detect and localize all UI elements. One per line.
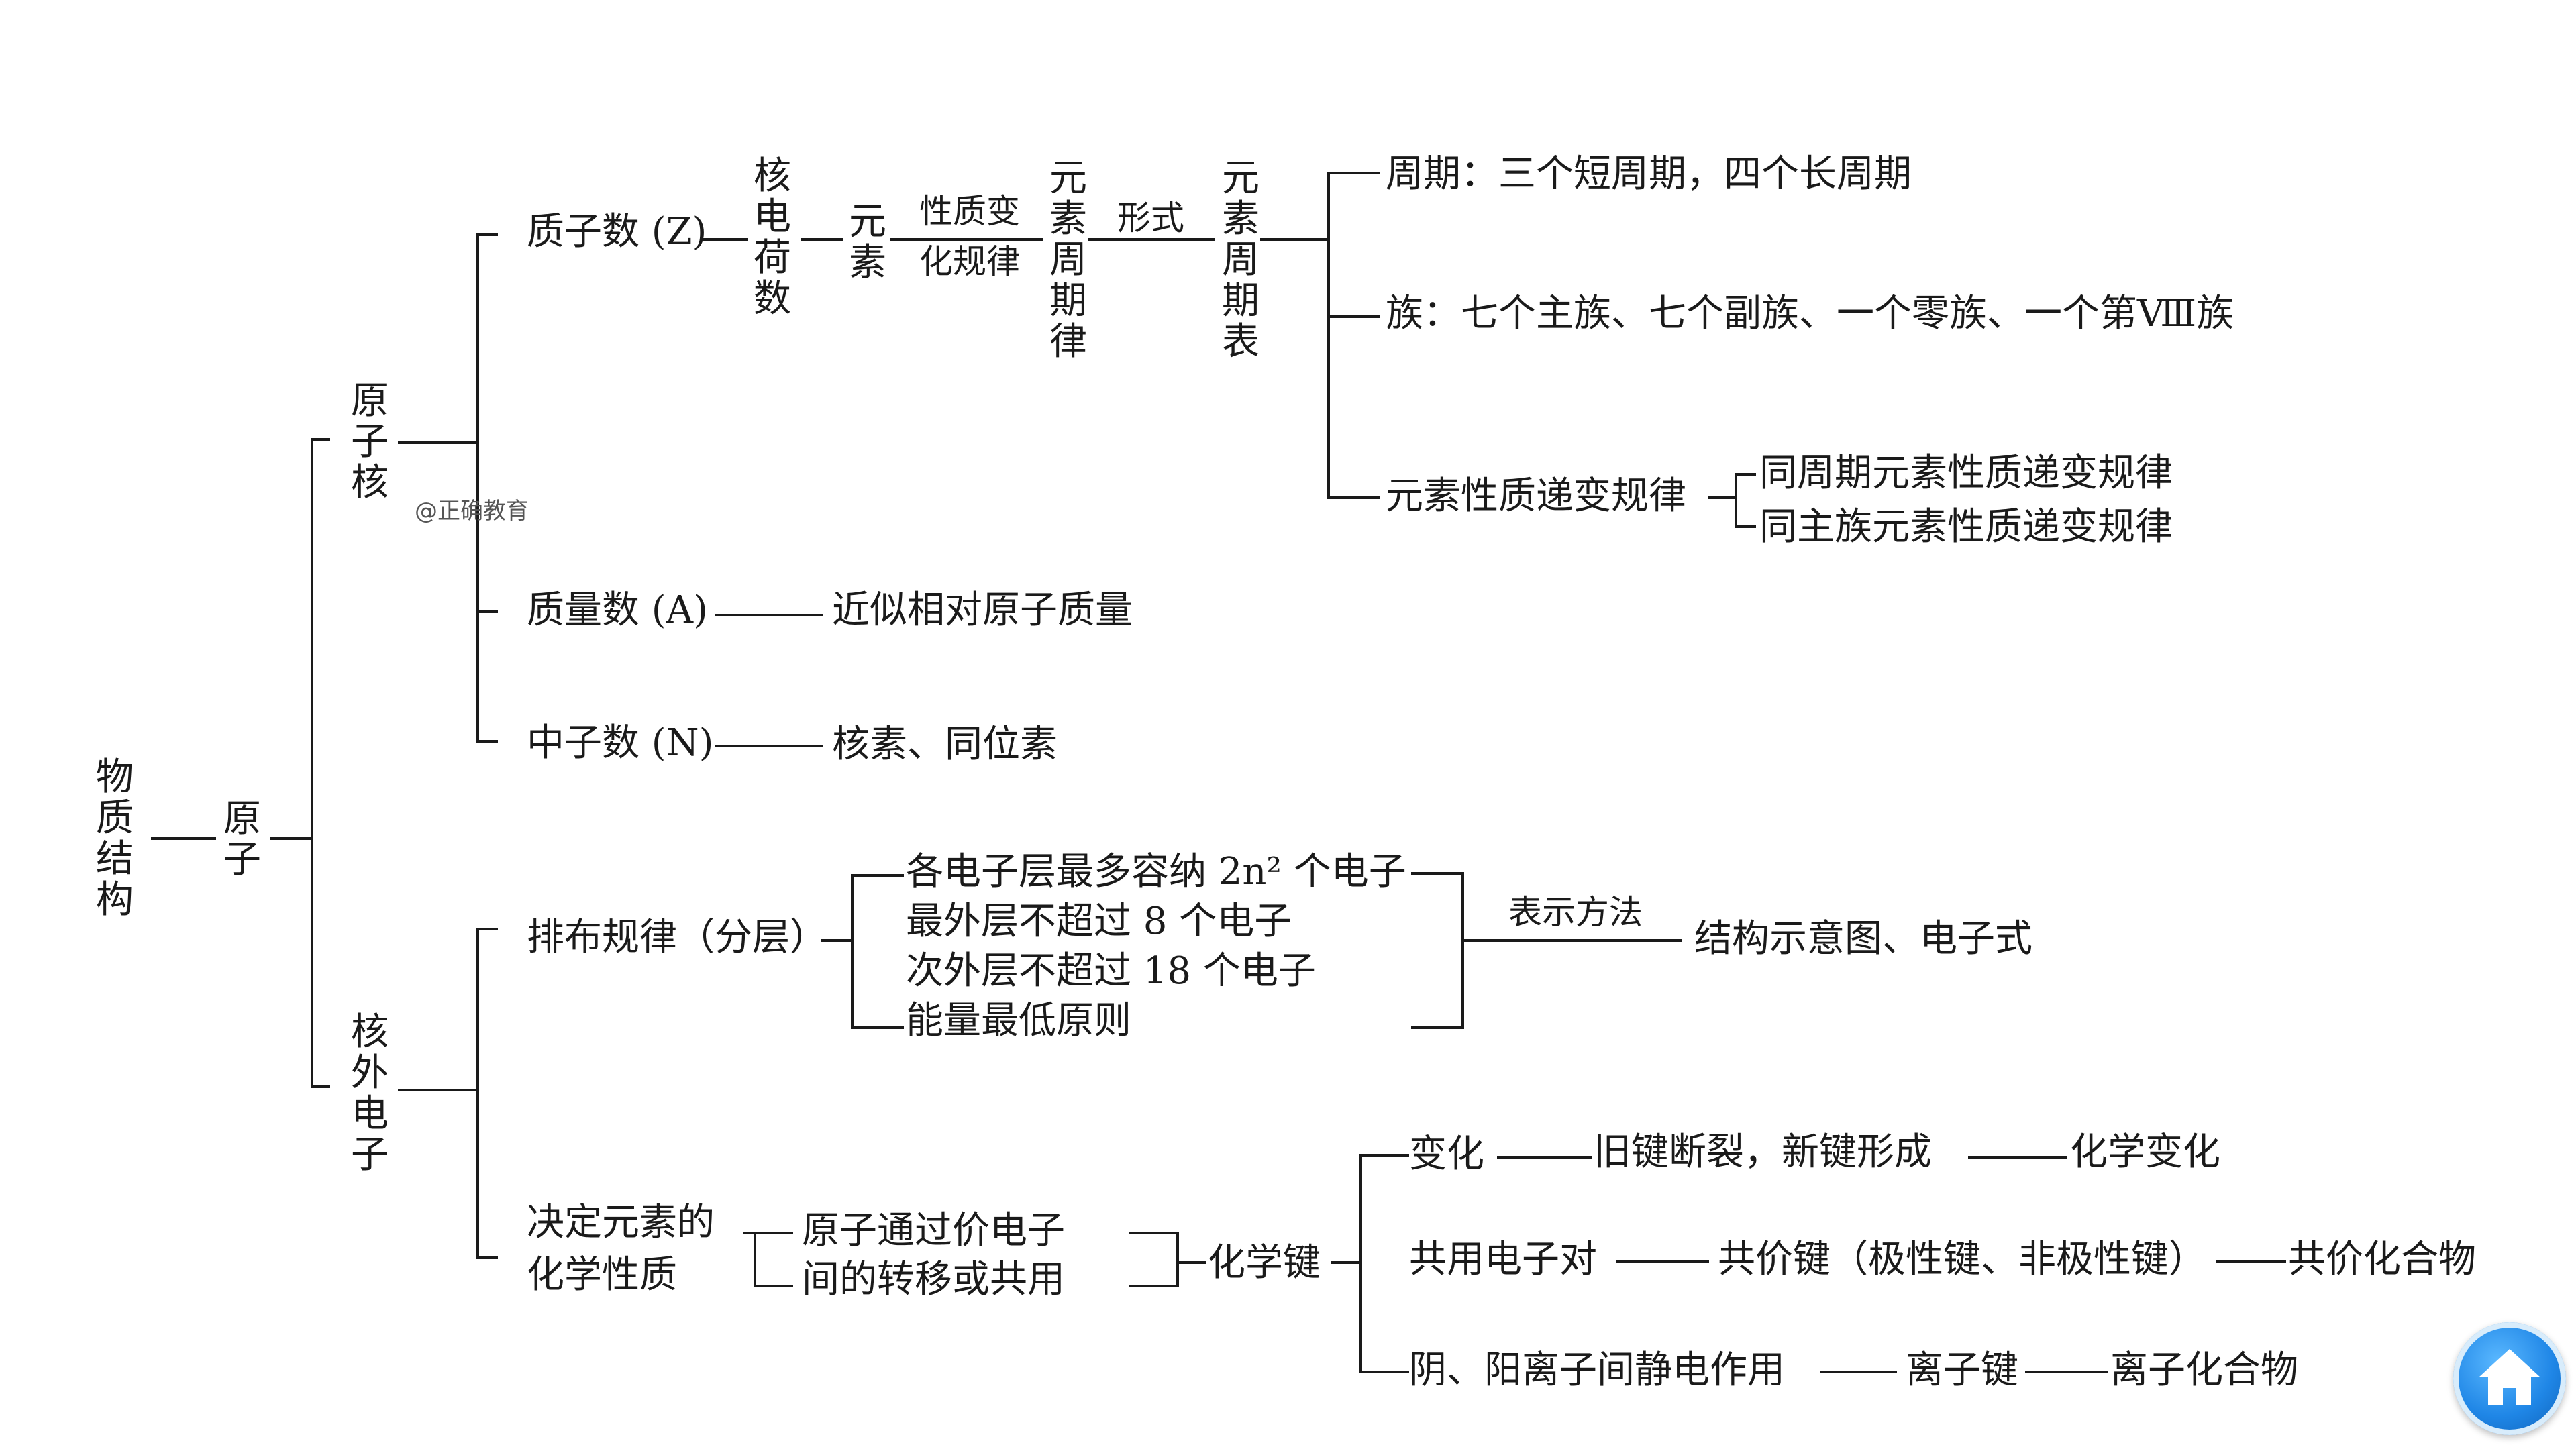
shared-pair-label: 共用电子对 [1409,1238,1597,1281]
property-change-bottom: 化规律 [919,242,1020,281]
approx-mass-label: 近似相对原子质量 [832,588,1133,632]
rule-2n2: 各电子层最多容纳 2n² 个电子 [906,850,1406,894]
ionic-compound-label: 离子化合物 [2110,1348,2298,1392]
property-change-top: 性质变 [919,192,1020,231]
proton-number-label: 质子数 (Z) [527,210,707,254]
nuclide-label: 核素、同位素 [832,722,1058,766]
representation-label: 表示方法 [1508,893,1643,932]
form-label: 形式 [1117,199,1184,237]
element-node: 元 素 [849,200,886,284]
mass-number-label: 质量数 (A) [527,588,708,632]
group-label: 族：七个主族、七个副族、一个零族、一个第Ⅷ族 [1386,292,2234,335]
rule-lowest-energy: 能量最低原则 [906,999,1131,1042]
bond-break-label: 旧键断裂，新键形成 [1594,1130,1932,1174]
determine-bottom: 化学性质 [527,1253,677,1297]
arrangement-label: 排布规律（分层） [527,916,827,959]
covalent-compound-label: 共价化合物 [2288,1238,2476,1281]
root-node: 物 质 结 构 [96,755,134,922]
chemical-bond-label: 化学键 [1208,1241,1321,1285]
structure-diagram-label: 结构示意图、电子式 [1694,917,2032,961]
watermark: @正确教育 [415,498,529,525]
determine-top: 决定元素的 [527,1201,715,1244]
rule-second-18: 次外层不超过 18 个电子 [906,949,1316,993]
ionic-interaction-label: 阴、阳离子间静电作用 [1409,1348,1785,1392]
nuclear-charge-node: 核 电 荷 数 [754,154,791,321]
neutron-number-label: 中子数 (N) [527,721,714,765]
ionic-bond-label: 离子键 [1906,1348,2018,1392]
transfer-top: 原子通过价电子 [802,1209,1065,1252]
periodic-table-node: 元 素 周 期 表 [1222,156,1259,364]
periodic-law-node: 元 素 周 期 律 [1049,156,1087,364]
same-period-label: 同周期元素性质递变规律 [1759,451,2173,495]
chemical-change-label: 化学变化 [2070,1130,2220,1174]
home-icon [2479,1349,2540,1405]
change-label: 变化 [1409,1132,1484,1176]
period-label: 周期：三个短周期，四个长周期 [1386,152,1912,196]
atom-node: 原 子 [223,797,261,881]
outer-electrons-node: 核 外 电 子 [351,1010,389,1177]
property-trend-label: 元素性质递变规律 [1386,474,1686,518]
covalent-bond-label: 共价键（极性键、非极性键） [1718,1238,2206,1281]
same-group-label: 同主族元素性质递变规律 [1759,505,2173,549]
rule-outer-8: 最外层不超过 8 个电子 [906,900,1292,943]
home-button[interactable] [2453,1322,2566,1435]
transfer-bottom: 间的转移或共用 [802,1258,1065,1301]
nucleus-node: 原 子 核 [351,379,389,504]
